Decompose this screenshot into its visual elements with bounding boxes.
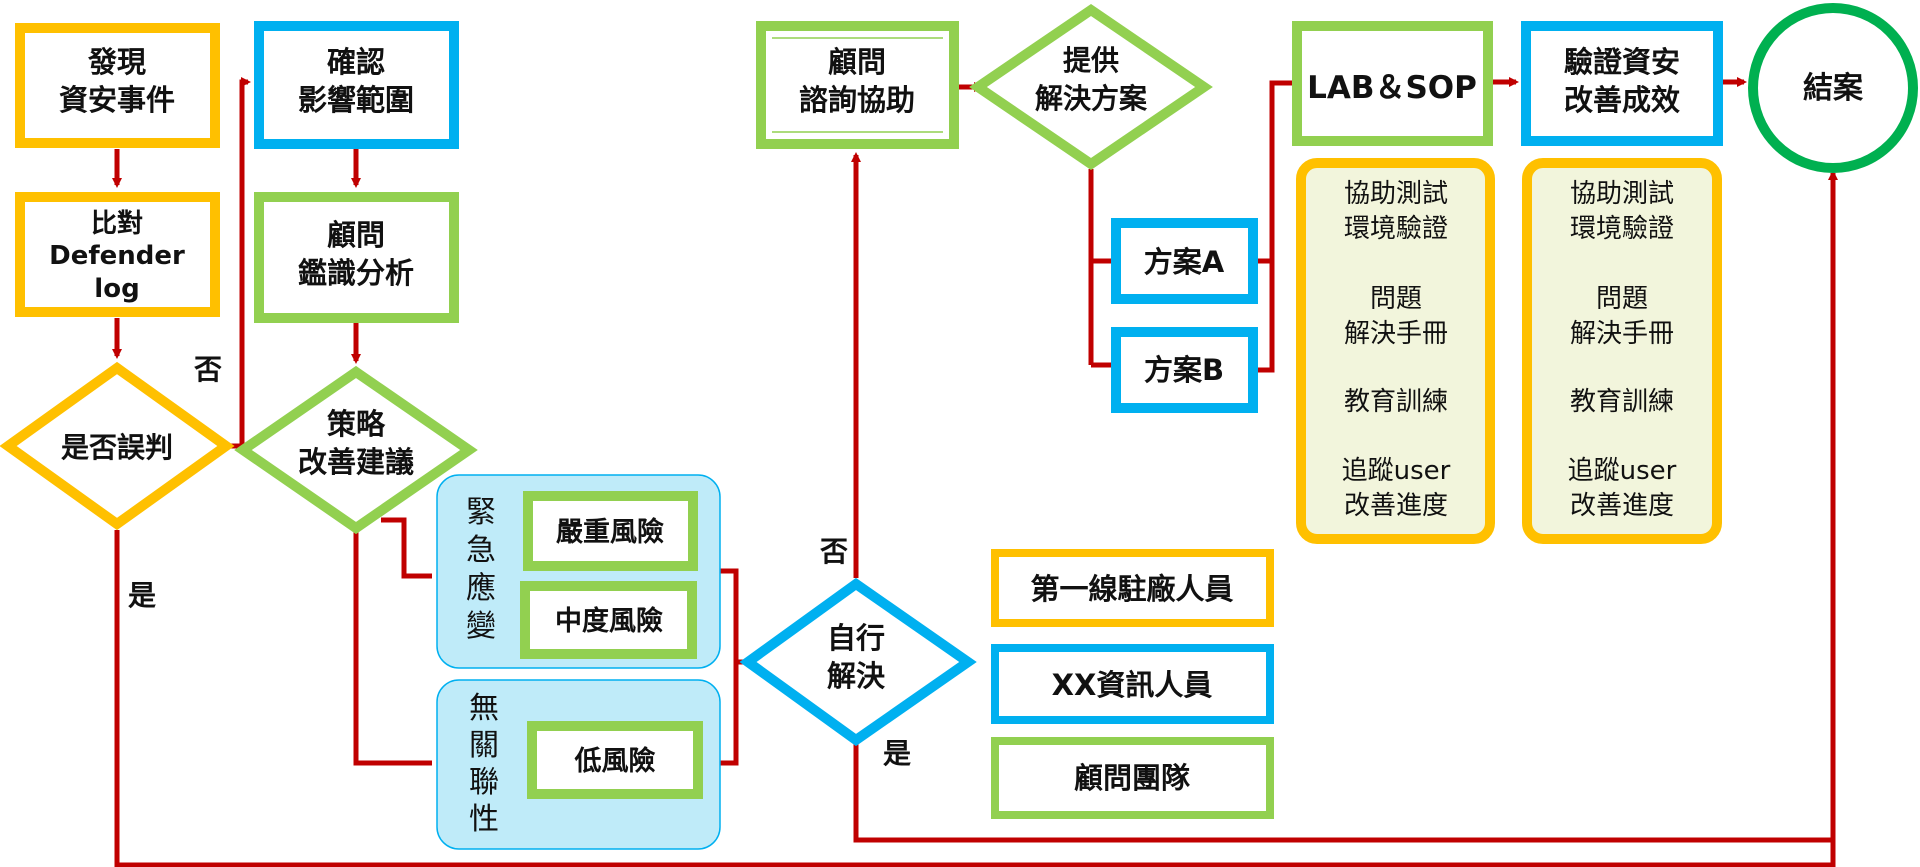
- unrelated-vertical-4: 性: [469, 802, 499, 837]
- provide-line2: 解決方案: [1035, 82, 1148, 115]
- node-confirm-impact: 確認 影響範圍: [254, 21, 459, 149]
- close-label: 結案: [1803, 71, 1864, 106]
- node-plan-a: 方案A: [1111, 218, 1258, 304]
- connectors: [112, 77, 1838, 867]
- legend-it-label: XX資訊人員: [1052, 668, 1213, 702]
- node-self-solve-decision: 自行 解決: [739, 577, 977, 747]
- edge-label-no-self: 否: [820, 535, 848, 568]
- confirm-line2: 影響範圍: [298, 83, 414, 117]
- legend-onsite-staff: 第一線駐廠人員: [991, 549, 1274, 627]
- verify-note-line: 協助測試: [1570, 179, 1674, 209]
- node-consultant-forensics: 顧問 鑑識分析: [254, 192, 459, 323]
- unrelated-vertical-1: 無: [469, 691, 499, 726]
- self-solve-line1: 自行: [827, 621, 885, 655]
- legend-consultant-team: 顧問團隊: [991, 737, 1274, 819]
- edge-label-yes-misjudge: 是: [128, 579, 156, 612]
- node-compare-defender-log: 比對 Defender log: [15, 192, 220, 317]
- provide-line1: 提供: [1063, 44, 1119, 77]
- legend-consultant-label: 顧問團隊: [1074, 761, 1190, 795]
- unrelated-vertical-2: 關: [469, 728, 499, 763]
- node-strategy-decision: 策略 改善建議: [234, 365, 478, 535]
- edge-strategy-high: [381, 517, 432, 579]
- verify-note-line: 追蹤user: [1568, 456, 1677, 486]
- emergency-vertical-4: 變: [466, 609, 496, 644]
- node-close-case: 結案: [1748, 3, 1918, 173]
- unrelated-vertical-3: 聯: [469, 765, 499, 800]
- legend-onsite-label: 第一線駐廠人員: [1030, 572, 1233, 606]
- lab-note-line: 問題: [1370, 284, 1422, 314]
- node-provide-solution-decision: 提供 解決方案: [969, 3, 1213, 171]
- edge-label-no-misjudge: 否: [194, 353, 222, 386]
- verify-line1: 驗證資安: [1564, 45, 1680, 79]
- self-solve-line2: 解決: [827, 659, 886, 693]
- note-verify-tasks: 協助測試 環境驗證 問題 解決手冊 教育訓練 追蹤user 改善進度: [1522, 158, 1722, 544]
- lab-sop-label: LAB＆SOP: [1307, 70, 1477, 106]
- discover-line2: 資安事件: [59, 83, 175, 117]
- edge-plans-lab: [1257, 80, 1292, 264]
- edge-misjudge-no-confirm: [231, 77, 251, 449]
- lab-note-line: 環境驗證: [1344, 214, 1448, 244]
- high-risk-label: 嚴重風險: [556, 516, 664, 548]
- forensics-line1: 顧問: [327, 218, 385, 252]
- node-high-risk: 嚴重風險: [523, 491, 698, 571]
- lab-note-line: 改善進度: [1344, 491, 1448, 521]
- compare-line2: Defender: [49, 241, 185, 271]
- edge-misjudge-yes-close: [114, 175, 1836, 867]
- plan-b-label: 方案B: [1144, 353, 1224, 387]
- verify-note-line: 環境驗證: [1570, 214, 1674, 244]
- legend-it-staff: XX資訊人員: [991, 644, 1274, 724]
- discover-line1: 發現: [87, 45, 146, 79]
- edge-strategy-low: [353, 531, 432, 766]
- lab-note-line: 教育訓練: [1344, 387, 1448, 417]
- node-low-risk: 低風險: [527, 721, 703, 799]
- lab-note-line: 解決手冊: [1344, 319, 1448, 349]
- verify-line2: 改善成效: [1564, 83, 1680, 117]
- compare-line1: 比對: [91, 209, 143, 239]
- node-verify-improvement: 驗證資安 改善成效: [1521, 21, 1723, 146]
- compare-line3: log: [94, 274, 139, 304]
- legend: 第一線駐廠人員 XX資訊人員 顧問團隊: [991, 549, 1274, 819]
- node-consultant-assistance: 顧問 諮詢協助: [756, 21, 959, 149]
- node-discover-incident: 發現 資安事件: [15, 23, 220, 148]
- plan-a-label: 方案A: [1144, 245, 1225, 279]
- edge-label-yes-self: 是: [883, 737, 911, 770]
- edge-groups-self-solve: [718, 568, 739, 766]
- lab-note-line: 協助測試: [1344, 179, 1448, 209]
- node-medium-risk: 中度風險: [520, 581, 697, 659]
- confirm-line1: 確認: [327, 45, 385, 79]
- emergency-vertical-2: 急: [466, 533, 496, 568]
- medium-risk-label: 中度風險: [555, 605, 663, 637]
- verify-note-line: 解決手冊: [1570, 319, 1674, 349]
- node-plan-b: 方案B: [1111, 327, 1258, 413]
- low-risk-label: 低風險: [574, 745, 656, 777]
- lab-note-line: 追蹤user: [1342, 456, 1451, 486]
- node-lab-sop: LAB＆SOP: [1292, 21, 1493, 146]
- edge-plan-b-lab: [1257, 261, 1275, 373]
- node-misjudge-decision: 是否誤判: [0, 361, 235, 531]
- emergency-vertical-3: 應: [466, 571, 496, 606]
- misjudge-label: 是否誤判: [61, 431, 173, 464]
- forensics-line2: 鑑識分析: [298, 256, 414, 290]
- verify-note-line: 問題: [1596, 284, 1648, 314]
- note-lab-tasks: 協助測試 環境驗證 問題 解決手冊 教育訓練 追蹤user 改善進度: [1296, 158, 1495, 544]
- strategy-line1: 策略: [327, 407, 386, 441]
- consult-line2: 諮詢協助: [799, 83, 915, 117]
- emergency-vertical-1: 緊: [466, 495, 496, 530]
- consult-line1: 顧問: [828, 45, 886, 79]
- verify-note-line: 改善進度: [1570, 491, 1674, 521]
- strategy-line2: 改善建議: [298, 445, 414, 479]
- verify-note-line: 教育訓練: [1570, 387, 1674, 417]
